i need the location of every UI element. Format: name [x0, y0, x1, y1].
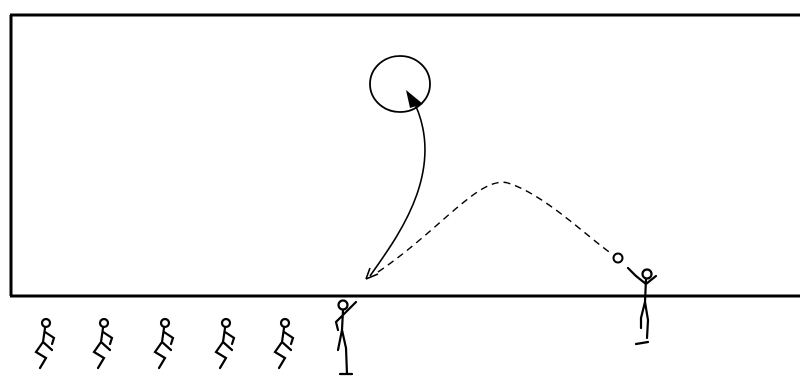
- runner-head: [339, 301, 348, 310]
- queue-figure-body: [94, 328, 112, 368]
- run-arrow-path: [370, 98, 425, 276]
- thrower-figure: [628, 268, 656, 344]
- thrower-body: [628, 268, 656, 344]
- ball: [614, 254, 623, 263]
- queue-figure-3: [155, 319, 173, 368]
- queue-figure-head: [100, 319, 108, 327]
- thrower-head: [643, 270, 652, 279]
- queue-figure-head: [281, 319, 289, 327]
- queue-figure-head: [222, 319, 230, 327]
- queue-figure-1: [36, 319, 54, 368]
- queue-figure-head: [42, 319, 50, 327]
- queue-figure-body: [216, 328, 234, 368]
- run-arrow: [366, 90, 425, 279]
- runner-body: [336, 302, 356, 374]
- queue-figure-body: [275, 328, 293, 368]
- queue-figure-body: [155, 328, 173, 368]
- queue-figure-2: [94, 319, 112, 368]
- runner-figure: [336, 301, 356, 375]
- queue-figures: [36, 319, 293, 368]
- queue-figure-head: [161, 319, 169, 327]
- queue-figure-4: [216, 319, 234, 368]
- queue-figure-body: [36, 328, 54, 368]
- ball-flight-dashed-arc: [378, 182, 612, 272]
- queue-figure-5: [275, 319, 293, 368]
